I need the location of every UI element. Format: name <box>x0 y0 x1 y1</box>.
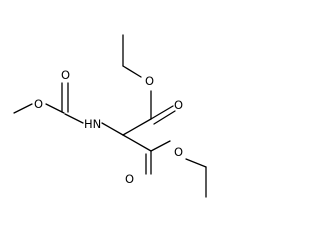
bond-lower-c-o <box>150 140 171 152</box>
molecule-drawing: O O HN O O O O <box>13 34 207 198</box>
bond-lower-o-ch2 <box>185 158 207 168</box>
atom-o-ester-top: O <box>145 74 154 88</box>
bond-central-upper-ester <box>122 118 152 136</box>
bond-upper-carbonyl-1 <box>150 105 174 120</box>
atom-o-ester-bottom: O <box>174 145 183 159</box>
atom-nh: HN <box>84 117 101 131</box>
atom-o-carbonyl-bottom: O <box>125 172 134 186</box>
bond-o-carbamate-carbon <box>45 103 65 114</box>
bond-methyl-o <box>13 103 33 114</box>
atom-o-carbamate-carbonyl: O <box>61 68 70 82</box>
bond-upper-o-ch2 <box>122 65 142 78</box>
atom-o-methoxy: O <box>34 97 43 111</box>
atom-o-carbonyl-top: O <box>174 98 183 112</box>
molecule-canvas: O O HN O O O O <box>13 34 207 198</box>
bond-n-central <box>101 122 124 136</box>
bond-carbamate-carbon-n <box>64 113 84 124</box>
bond-upper-carbonyl-2 <box>153 110 176 125</box>
bond-central-lower-ester <box>122 134 152 152</box>
